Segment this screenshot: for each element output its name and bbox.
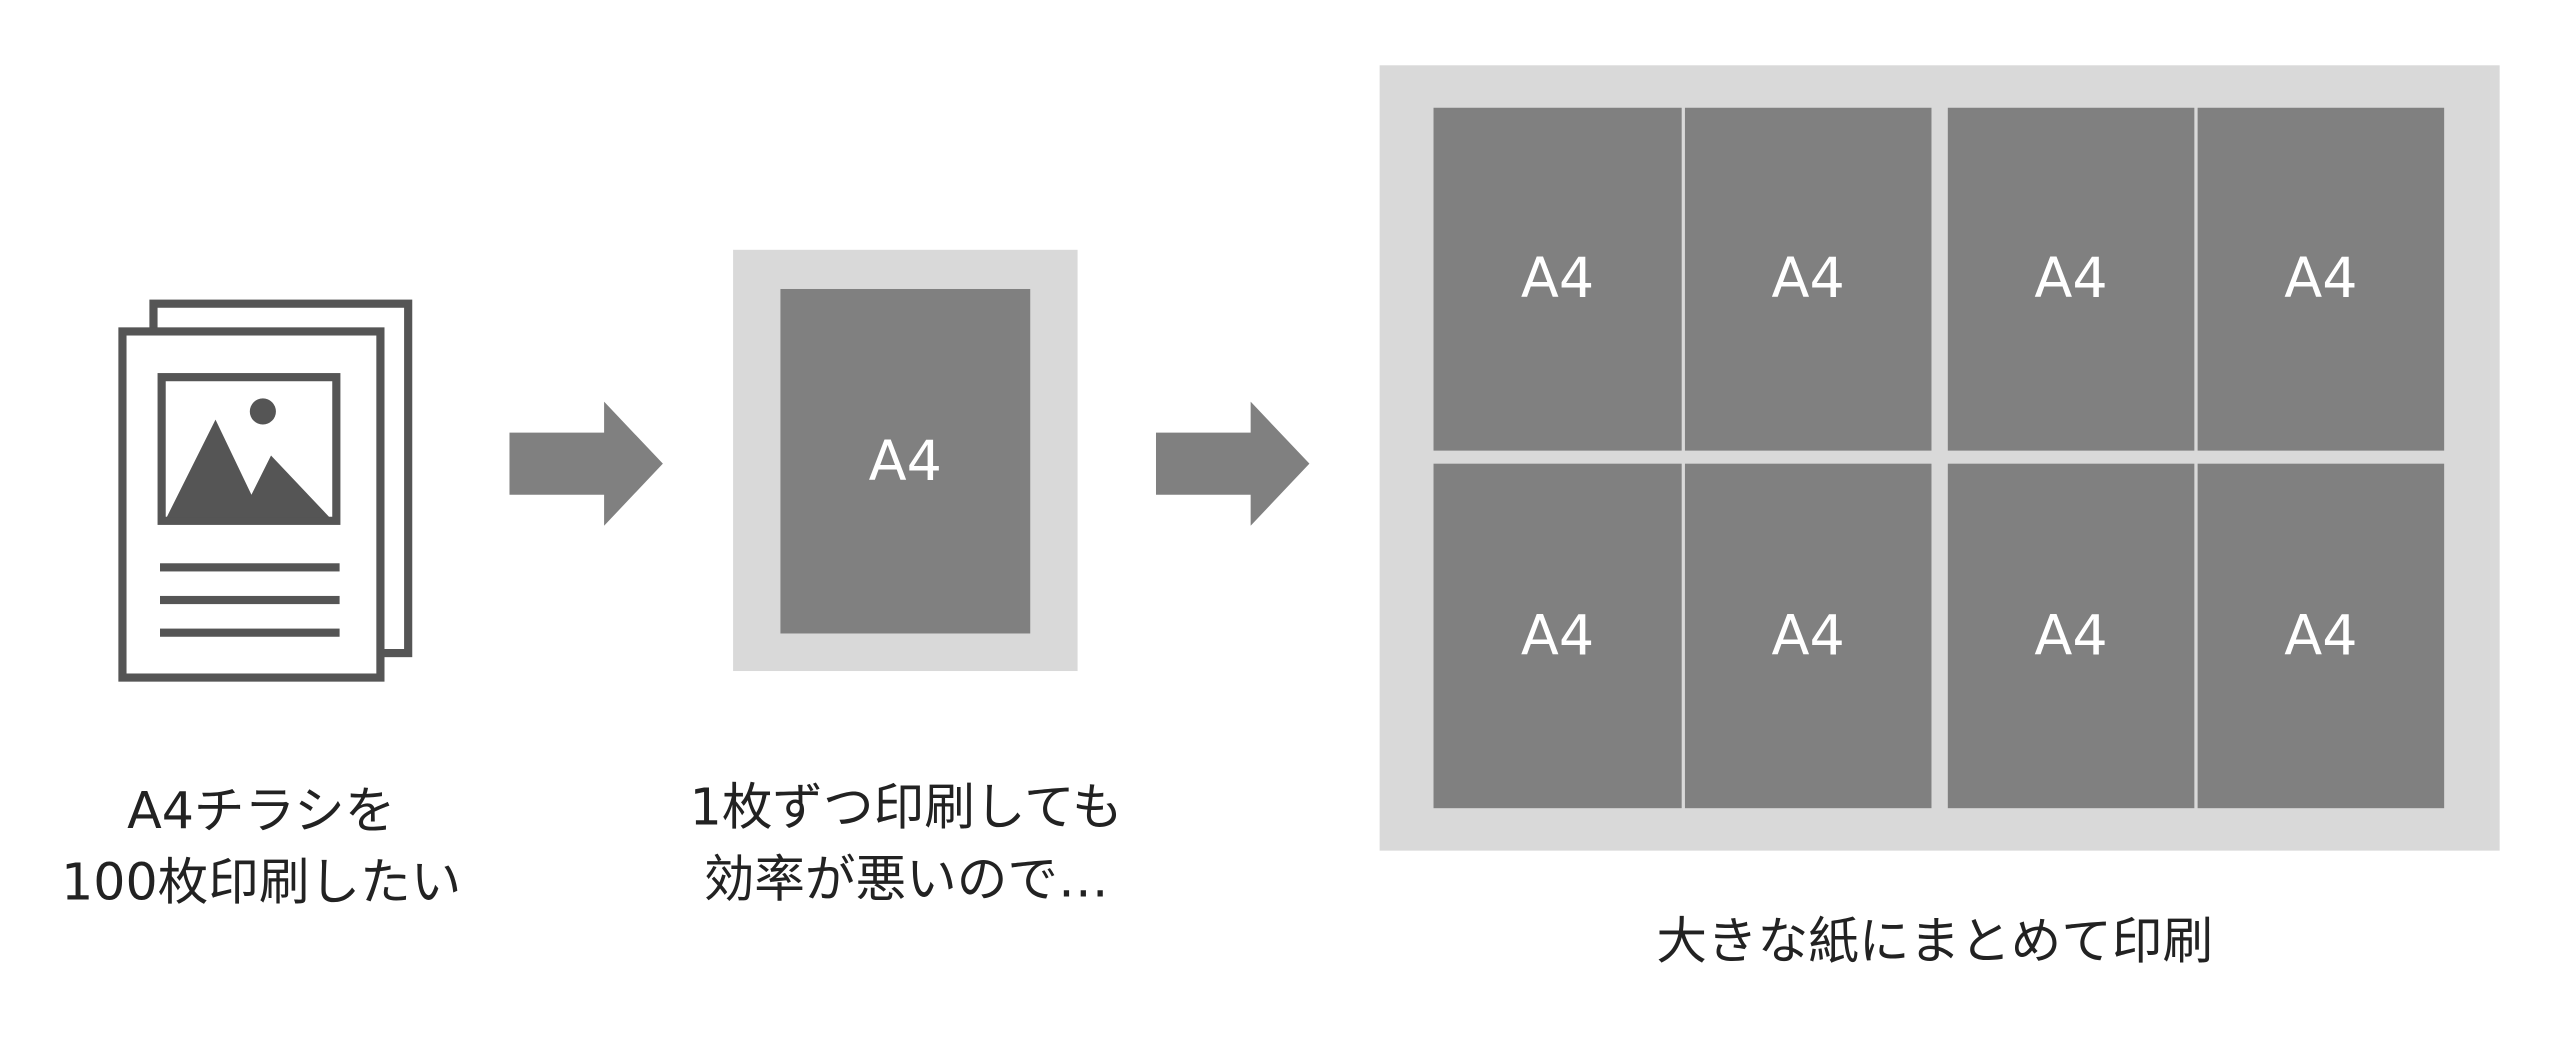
caption-line: A4チラシを <box>127 782 396 841</box>
arrow-right-icon <box>509 401 663 526</box>
step1-caption: A4チラシを 100枚印刷したい <box>16 776 506 920</box>
caption-line: 効率が悪いので… <box>703 850 1109 910</box>
a4-cell: A4 <box>1433 107 1682 451</box>
step2-caption: 1枚ずつ印刷しても 効率が悪いので… <box>620 772 1191 916</box>
a4-page: A4 <box>780 288 1031 634</box>
a4-cell: A4 <box>1684 107 1932 451</box>
a4-cell: A4 <box>1433 463 1682 809</box>
caption-line: 100枚印刷したい <box>61 853 462 913</box>
a4-cell: A4 <box>1684 463 1932 809</box>
single-sheet: A4 <box>733 249 1078 672</box>
a4-cell: A4 <box>2197 463 2445 809</box>
caption-line: 1枚ずつ印刷しても <box>689 778 1123 838</box>
large-sheet: A4 A4 A4 A4 A4 A4 A4 A4 <box>1379 65 2500 851</box>
a4-cell: A4 <box>1947 463 2195 809</box>
a4-cell: A4 <box>1947 107 2195 451</box>
flyer-stack-icon <box>118 299 413 682</box>
arrow-right-icon <box>1155 401 1310 526</box>
step3-caption: 大きな紙にまとめて印刷 <box>1656 912 2214 972</box>
a4-cell: A4 <box>2197 107 2445 451</box>
